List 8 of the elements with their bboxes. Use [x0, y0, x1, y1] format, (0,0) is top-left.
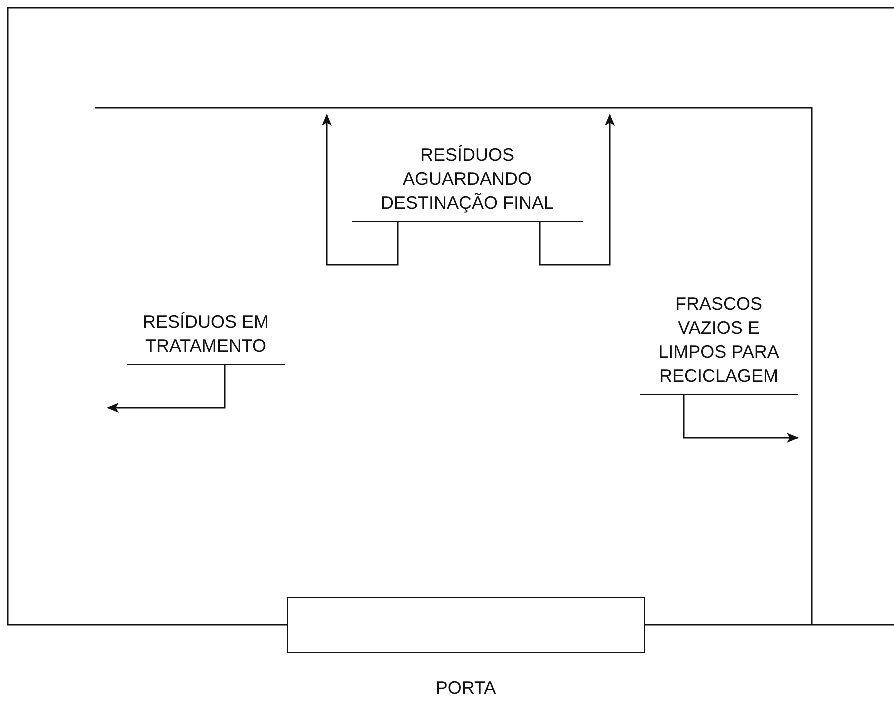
arrow — [683, 395, 799, 443]
arrow — [107, 365, 226, 413]
area-label: RESÍDUOS AGUARDANDO DESTINAÇÃO FINAL — [380, 144, 556, 215]
area-label: FRASCOS VAZIOS E LIMPOS PARA RECICLAGEM — [658, 293, 780, 388]
arrow — [539, 114, 615, 266]
area-label: RESÍDUOS EM TRATAMENTO — [142, 311, 270, 358]
arrow — [322, 114, 399, 266]
door-label: PORTA — [436, 677, 496, 699]
